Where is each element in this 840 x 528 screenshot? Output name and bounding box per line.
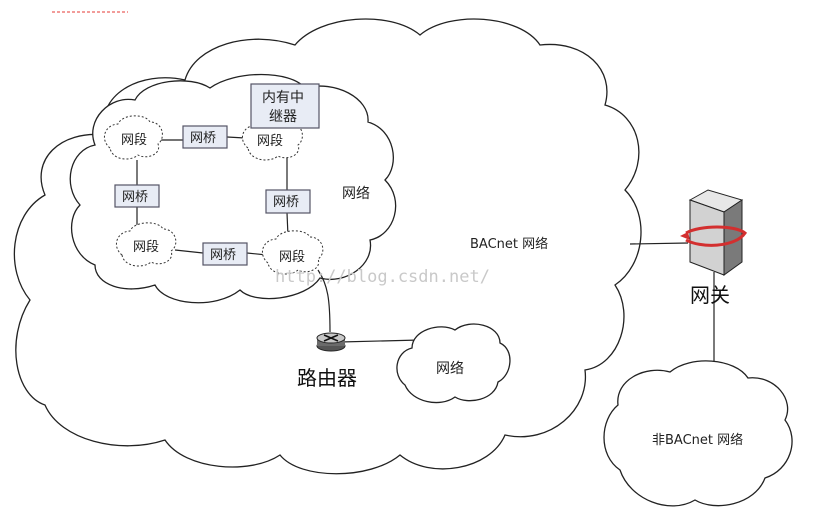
watermark-text: http://blog.csdn.net/ xyxy=(275,267,490,287)
bridge-label: 网桥 xyxy=(273,195,299,210)
small-network-label: 网络 xyxy=(436,361,464,377)
non-bacnet-cloud: 非BACnet 网络 xyxy=(603,360,793,507)
repeater-box: 内有中 继器 xyxy=(250,83,320,129)
bridge-label: 网桥 xyxy=(122,190,148,205)
segment-bottom-right: 网段 xyxy=(261,230,324,275)
inner-network-label: 网络 xyxy=(342,186,370,202)
bridge-bottom: 网桥 xyxy=(202,242,248,266)
repeater-label-line2: 继器 xyxy=(269,109,297,125)
gateway-label: 网关 xyxy=(690,283,730,307)
segment-label: 网段 xyxy=(121,133,147,148)
bridge-left: 网桥 xyxy=(114,184,160,208)
repeater-label-line1: 内有中 xyxy=(262,90,304,106)
bridge-label: 网桥 xyxy=(190,131,216,146)
bacnet-network-label: BACnet 网络 xyxy=(470,236,548,252)
router-label: 路由器 xyxy=(297,366,357,390)
segment-label: 网段 xyxy=(133,240,159,255)
bridge-top: 网桥 xyxy=(182,125,228,149)
segment-top-left: 网段 xyxy=(103,115,163,160)
bridge-right: 网桥 xyxy=(265,189,311,214)
segment-bottom-left: 网段 xyxy=(115,222,177,267)
segment-label: 网段 xyxy=(257,134,283,149)
non-bacnet-label: 非BACnet 网络 xyxy=(652,432,743,448)
segment-label: 网段 xyxy=(279,250,305,265)
bridge-label: 网桥 xyxy=(210,248,236,263)
router-icon xyxy=(316,332,346,352)
server-icon xyxy=(680,189,748,276)
small-network-cloud: 网络 xyxy=(396,323,511,404)
